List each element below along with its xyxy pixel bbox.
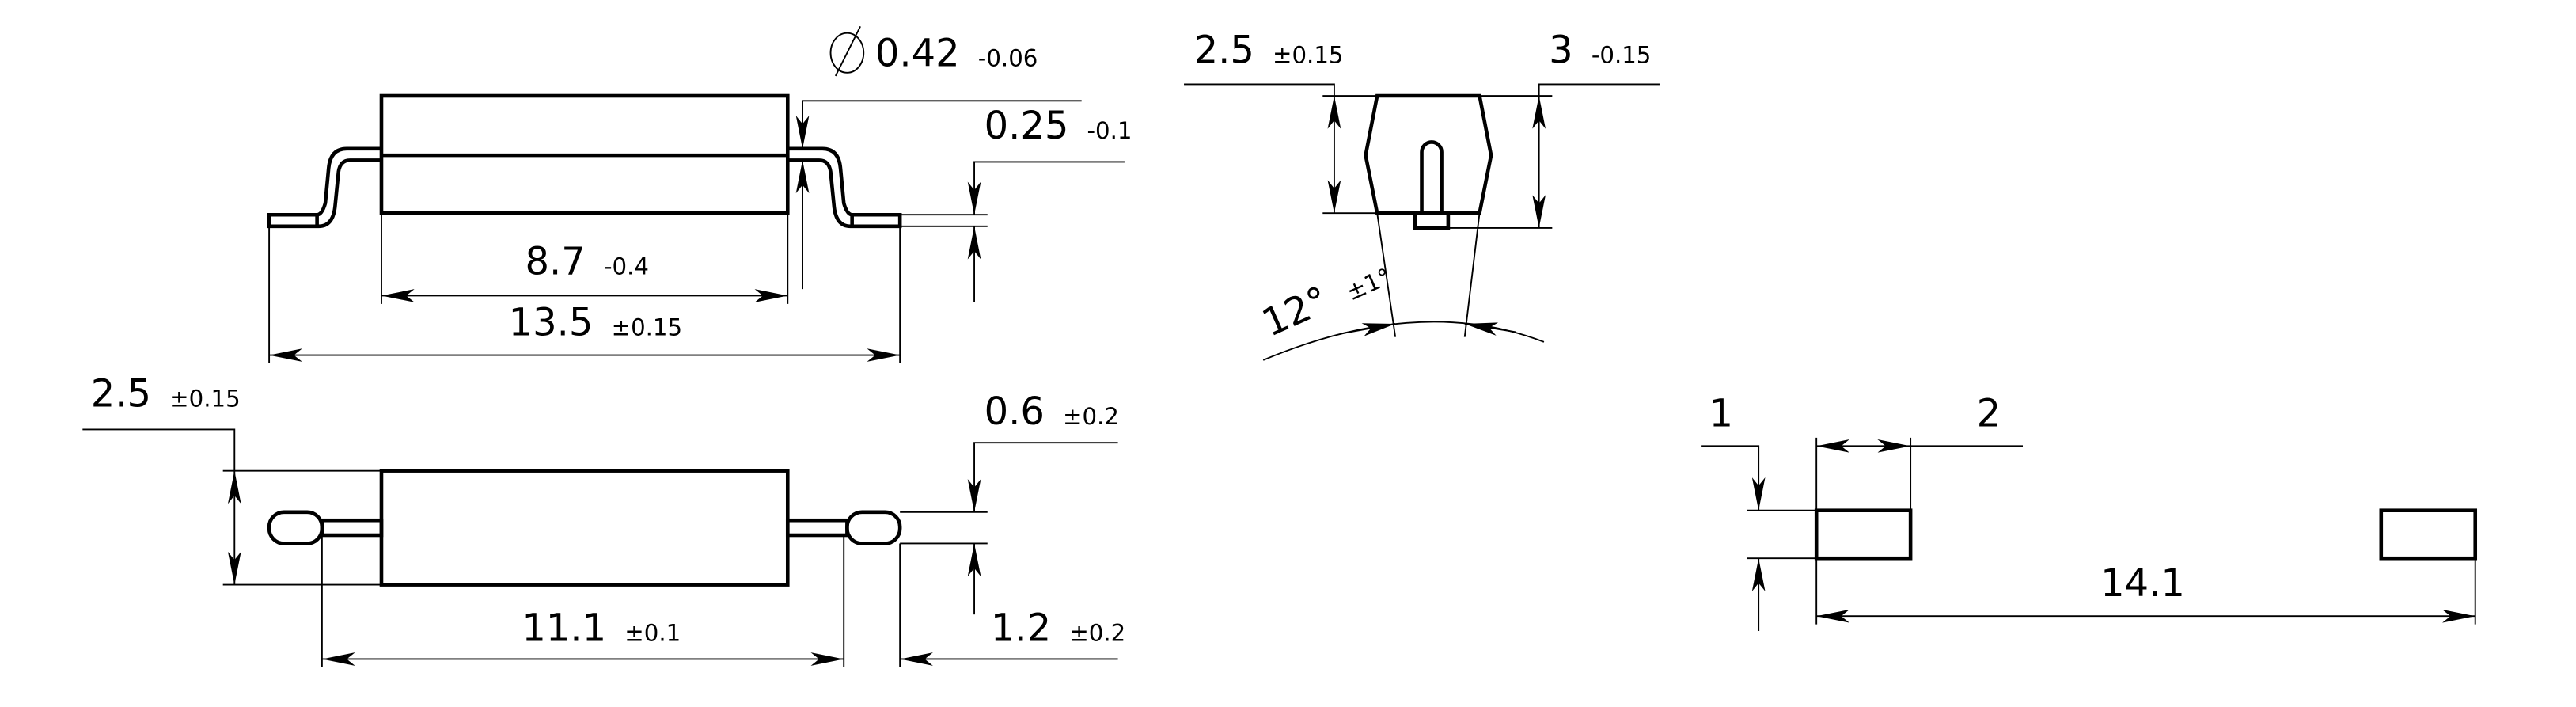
dim-tolerance: ±0.1 [624, 620, 681, 647]
lead-foot [1413, 211, 1451, 230]
diameter-symbol-slash [834, 25, 861, 77]
dim-tolerance: ±0.15 [612, 314, 683, 341]
dim-overall-length: 13.5 ±0.15 [268, 226, 901, 364]
svg-text:13.5 ±0.15: 13.5 ±0.15 [509, 301, 682, 345]
left-pad [267, 510, 324, 545]
dim-body-length: 8.7 -0.4 [381, 213, 789, 304]
top-view-straight-leads: 2.5 ±0.15 0.6 ±0.2 11.1 ±0.1 [82, 371, 1125, 667]
dim-tolerance: -0.1 [1087, 117, 1132, 144]
dim-pad-width: 2 [1815, 391, 2024, 625]
dim-value: 2 [1977, 391, 2001, 435]
end-view-body [1364, 93, 1493, 215]
dim-tolerance: ±1° [1342, 263, 1395, 306]
dim-value: 2.5 [1194, 28, 1254, 72]
svg-text:2.5 ±0.15: 2.5 ±0.15 [1194, 28, 1344, 72]
dim-value: 11.1 [522, 606, 606, 651]
dim-lead-width: 0.6 ±0.2 [900, 390, 1119, 615]
side-view-bent-leads: 0.42 -0.06 0.25 -0.1 8.7 -0.4 [267, 25, 1132, 364]
svg-text:0.6 ±0.2: 0.6 ±0.2 [984, 390, 1119, 434]
dim-value: 8.7 [525, 239, 586, 283]
end-view: 2.5 ±0.15 3 -0.15 12° [1184, 28, 1660, 361]
footprint-pad-right [2379, 508, 2478, 561]
svg-text:2.5 ±0.15: 2.5 ±0.15 [91, 371, 241, 416]
dim-pad-height: 1 [1701, 391, 1817, 632]
dim-tolerance: -0.06 [978, 44, 1038, 71]
svg-text:8.7 -0.4: 8.7 -0.4 [525, 239, 649, 283]
footprint-pad-left [1814, 508, 1913, 561]
right-lead [787, 146, 902, 229]
dim-lead-span: 11.1 ±0.1 [321, 535, 845, 667]
dim-value: 14.1 [2100, 561, 2185, 606]
svg-text:12° ±1°: 12° ±1° [1256, 250, 1397, 345]
svg-text:0.25 -0.1: 0.25 -0.1 [984, 104, 1132, 148]
dim-tolerance: ±0.15 [169, 385, 241, 412]
dim-tolerance: ±0.15 [1273, 41, 1344, 68]
lead-slot [1420, 140, 1444, 214]
dim-tolerance: ±0.2 [1069, 620, 1125, 647]
dim-lead-thickness: 0.25 -0.1 [900, 104, 1132, 302]
dim-value: 12° [1256, 278, 1335, 346]
dim-angle: 12° ±1° [1256, 213, 1545, 361]
right-pad [845, 510, 902, 545]
dim-value: 1 [1709, 391, 1734, 435]
svg-text:11.1 ±0.1: 11.1 ±0.1 [522, 606, 681, 651]
dim-tolerance: ±0.2 [1063, 403, 1119, 430]
dim-end-total-height: 3 -0.15 [1447, 28, 1660, 229]
dim-body-height: 2.5 ±0.15 [82, 371, 381, 586]
footprint: 1 2 14.1 [1701, 391, 2478, 632]
left-pin [320, 518, 384, 538]
dim-tolerance: -0.15 [1592, 41, 1652, 68]
dim-value: 13.5 [509, 301, 594, 345]
svg-text:0.42 -0.06: 0.42 -0.06 [875, 31, 1038, 75]
component-body [379, 469, 790, 587]
right-pin [785, 518, 849, 538]
diameter-symbol-icon [829, 32, 865, 74]
dim-pad-length: 1.2 ±0.2 [899, 543, 1125, 667]
dim-lead-diameter: 0.42 -0.06 [795, 25, 1082, 290]
dim-value: 0.42 [875, 31, 960, 75]
dim-tolerance: -0.4 [604, 253, 649, 279]
dim-value: 0.6 [984, 390, 1045, 434]
left-lead [267, 146, 381, 229]
dim-value: 0.25 [984, 104, 1069, 148]
dim-value: 1.2 [991, 606, 1051, 651]
dim-pad-span: 14.1 [1816, 558, 2476, 625]
dim-value: 2.5 [91, 371, 151, 416]
dim-value: 3 [1549, 28, 1573, 72]
dim-end-body-height: 2.5 ±0.15 [1184, 28, 1378, 215]
svg-text:3 -0.15: 3 -0.15 [1549, 28, 1651, 72]
svg-text:1.2 ±0.2: 1.2 ±0.2 [991, 606, 1125, 651]
